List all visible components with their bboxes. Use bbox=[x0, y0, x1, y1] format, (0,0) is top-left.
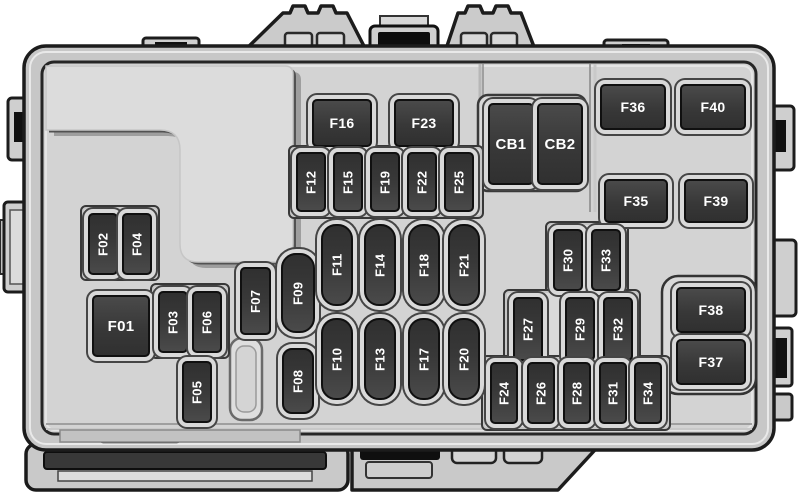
fuse-f32: F32 bbox=[603, 297, 633, 361]
empty-socket bbox=[228, 336, 264, 422]
fuse-f05: F05 bbox=[182, 361, 212, 423]
fuse-f16: F16 bbox=[312, 99, 372, 147]
fuse-f38: F38 bbox=[676, 287, 746, 333]
fuse-f09: F09 bbox=[281, 253, 315, 333]
fuse-f27: F27 bbox=[513, 297, 543, 361]
fuse-f14: F14 bbox=[364, 224, 396, 306]
fuse-f29: F29 bbox=[565, 297, 595, 361]
breaker-cb1: CB1 bbox=[488, 103, 534, 185]
fuse-f26: F26 bbox=[527, 362, 555, 424]
fuse-f18: F18 bbox=[408, 224, 440, 306]
fuse-f07: F07 bbox=[240, 267, 271, 335]
fuse-f02: F02 bbox=[88, 213, 118, 275]
fuse-f34: F34 bbox=[634, 362, 662, 424]
fuse-f28: F28 bbox=[563, 362, 591, 424]
fuse-f24: F24 bbox=[490, 362, 518, 424]
fuse-f37: F37 bbox=[676, 339, 746, 385]
fuse-f30: F30 bbox=[553, 229, 583, 291]
fuse-f12: F12 bbox=[296, 152, 326, 212]
fuse-f22: F22 bbox=[407, 152, 437, 212]
fuse-f39: F39 bbox=[684, 179, 748, 223]
bottom-connector-left bbox=[24, 442, 350, 492]
fuse-f06: F06 bbox=[192, 291, 222, 353]
fuse-f10: F10 bbox=[321, 318, 353, 400]
raised-platform bbox=[45, 65, 301, 268]
fuse-f25: F25 bbox=[444, 152, 474, 212]
fuse-f08: F08 bbox=[282, 348, 314, 414]
fuse-f15: F15 bbox=[333, 152, 363, 212]
fuse-f40: F40 bbox=[680, 84, 746, 130]
fuse-f01: F01 bbox=[92, 295, 150, 357]
fuse-f35: F35 bbox=[604, 179, 668, 223]
fuse-f04: F04 bbox=[122, 213, 152, 275]
fuse-f21: F21 bbox=[448, 224, 480, 306]
fuse-f17: F17 bbox=[408, 318, 440, 400]
fuse-f20: F20 bbox=[448, 318, 480, 400]
fuse-f33: F33 bbox=[591, 229, 621, 291]
fuse-f13: F13 bbox=[364, 318, 396, 400]
breaker-cb2: CB2 bbox=[537, 103, 583, 185]
fuse-f11: F11 bbox=[321, 224, 353, 306]
fuse-f03: F03 bbox=[158, 291, 188, 353]
fuse-f19: F19 bbox=[370, 152, 400, 212]
fuse-f36: F36 bbox=[600, 84, 666, 130]
fuse-f31: F31 bbox=[599, 362, 627, 424]
fuse-f23: F23 bbox=[394, 99, 454, 147]
